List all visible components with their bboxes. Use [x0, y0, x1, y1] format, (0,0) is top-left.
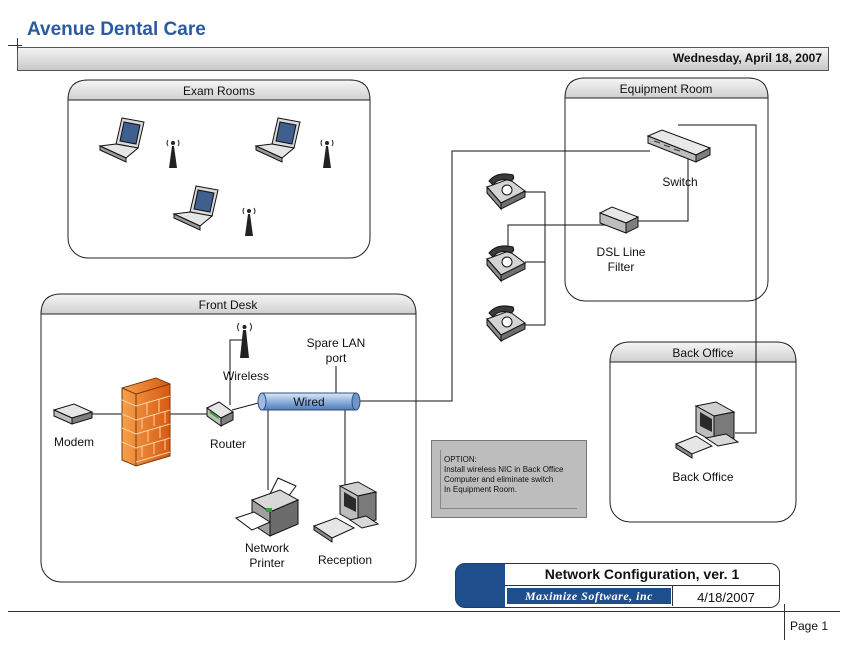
- antenna-icon: [320, 139, 334, 168]
- footer-tick: [784, 604, 785, 640]
- exam-rooms-label: Exam Rooms: [183, 84, 255, 98]
- printer-label-line2: Printer: [249, 556, 284, 570]
- equipment-room-label: Equipment Room: [620, 82, 713, 96]
- back-office-computer-label: Back Office: [672, 470, 733, 484]
- title-block-separator: [672, 585, 673, 606]
- link-wired-to-switch: [357, 150, 650, 402]
- router-icon: [206, 401, 234, 427]
- spare-lan-label-line2: port: [326, 351, 347, 365]
- diagram-title: Network Configuration, ver. 1: [544, 566, 740, 582]
- back-office-computer-icon: [674, 401, 740, 459]
- switch-label: Switch: [662, 175, 697, 189]
- switch-icon: [646, 129, 712, 163]
- front-desk-panel: Front Desk: [40, 293, 417, 583]
- option-line: Install wireless NIC in Back Office: [444, 465, 564, 474]
- printer-icon: [234, 477, 300, 537]
- equipment-room-panel: Equipment Room: [564, 77, 769, 302]
- link-phones-bus: [525, 191, 546, 326]
- modem-icon: [52, 403, 94, 425]
- dsl-label-line2: Filter: [608, 260, 635, 274]
- reception-label: Reception: [318, 553, 372, 567]
- dsl-label-line1: DSL Line: [597, 245, 646, 259]
- back-office-label: Back Office: [672, 346, 733, 360]
- page-number: Page 1: [790, 619, 829, 633]
- document-title: Avenue Dental Care: [27, 19, 206, 40]
- title-block-divider: [505, 585, 780, 586]
- title-block: Network Configuration, ver. 1 Maximize S…: [455, 563, 781, 608]
- company-logo: Maximize Software, inc: [507, 588, 671, 604]
- option-note-frame: [440, 450, 577, 509]
- wireless-antenna-icon: [237, 322, 252, 358]
- corner-rule: [8, 45, 22, 46]
- phone-icon: [486, 305, 526, 343]
- date-bar: Wednesday, April 18, 2007: [17, 47, 829, 71]
- modem-label: Modem: [54, 435, 94, 449]
- front-desk-label: Front Desk: [199, 298, 259, 312]
- option-line: OPTION:: [444, 455, 477, 464]
- antenna-icon: [242, 207, 256, 236]
- exam-rooms-panel: Exam Rooms: [67, 79, 371, 259]
- date-text: Wednesday, April 18, 2007: [672, 51, 822, 65]
- spare-lan-label-line1: Spare LAN: [307, 336, 366, 350]
- network-links: [92, 124, 757, 490]
- laptop-icon: [254, 117, 301, 163]
- link-switch-to-dsl: [636, 155, 689, 222]
- link-router-wireless: [229, 339, 244, 405]
- title-block-date: 4/18/2007: [697, 590, 755, 605]
- reception-computer-icon: [312, 481, 380, 543]
- option-note-text: OPTION: Install wireless NIC in Back Off…: [444, 455, 584, 495]
- antenna-icon: [166, 139, 180, 168]
- printer-label-line1: Network: [245, 541, 290, 555]
- option-note: OPTION: Install wireless NIC in Back Off…: [431, 440, 587, 518]
- option-line: In Equipment Room.: [444, 485, 517, 494]
- title-block-tab: [455, 563, 507, 608]
- option-line: Computer and eliminate switch: [444, 475, 554, 484]
- corner-tick: [17, 38, 18, 50]
- phone-icon: [486, 173, 526, 211]
- link-router-wired: [231, 401, 263, 411]
- router-label: Router: [210, 437, 246, 451]
- link-switch-to-backoffice: [678, 124, 757, 434]
- wireless-label: Wireless: [223, 369, 269, 383]
- wired-label: Wired: [293, 395, 324, 409]
- footer-rule: [8, 611, 840, 612]
- laptop-icon: [98, 117, 145, 163]
- laptop-icon: [172, 185, 219, 231]
- wired-segment: [257, 392, 361, 411]
- dsl-filter-icon: [598, 206, 640, 234]
- firewall-icon: [121, 377, 171, 467]
- phone-icon: [486, 245, 526, 283]
